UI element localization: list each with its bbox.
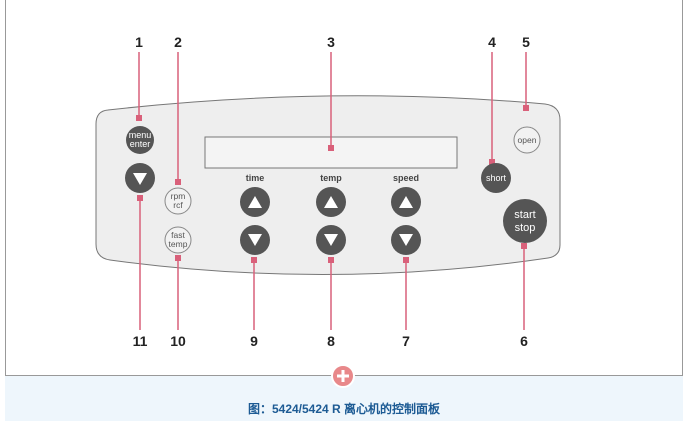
arrow-up-icon [248,196,262,208]
callout-5: 5 [522,34,530,50]
figure-caption: 图：5424/5424 R 离心机的控制面板 [247,402,441,416]
arrow-down-icon [248,234,262,246]
callout-3: 3 [327,34,335,50]
time-label: time [246,173,265,183]
arrow-down-icon [399,234,413,246]
callout-9: 9 [250,333,258,349]
enter-label: enter [130,139,151,149]
temp-label: temp [320,173,342,183]
callout-4: 4 [488,34,496,50]
time-down-button[interactable] [240,225,270,255]
speed-up-button[interactable] [391,187,421,217]
callout-lines [136,52,529,330]
callout-10: 10 [170,333,186,349]
short-label: short [486,173,507,183]
open-button[interactable]: open [513,126,541,154]
menu-enter-button[interactable]: menu enter [126,126,154,154]
short-button[interactable]: short [481,163,511,193]
callout-7: 7 [402,333,410,349]
speed-down-button[interactable] [391,225,421,255]
arrow-up-icon [399,196,413,208]
callout-11: 11 [133,333,148,349]
arrow-up-icon [324,196,338,208]
speed-label: speed [393,173,419,183]
menu-label: menu [129,130,152,140]
menu-down-button[interactable] [125,163,155,193]
callout-2: 2 [174,34,182,50]
arrow-down-icon [133,173,147,185]
time-up-button[interactable] [240,187,270,217]
arrow-down-icon [324,234,338,246]
callout-8: 8 [327,333,335,349]
rpm-rcf-button[interactable]: rpm rcf [164,187,192,215]
callout-1: 1 [135,34,143,50]
start-stop-button[interactable]: start stop [503,199,547,243]
stop-label: stop [515,222,536,234]
temp-label: temp [169,239,188,249]
callout-6: 6 [520,333,528,349]
rpm-label: rpm [171,191,186,201]
fast-label: fast [171,230,185,240]
start-label: start [514,209,535,221]
temp-down-button[interactable] [316,225,346,255]
open-label: open [518,135,537,145]
temp-up-button[interactable] [316,187,346,217]
rcf-label: rcf [173,200,183,210]
expand-plus-icon[interactable] [331,364,355,388]
fast-temp-button[interactable]: fast temp [164,226,192,254]
